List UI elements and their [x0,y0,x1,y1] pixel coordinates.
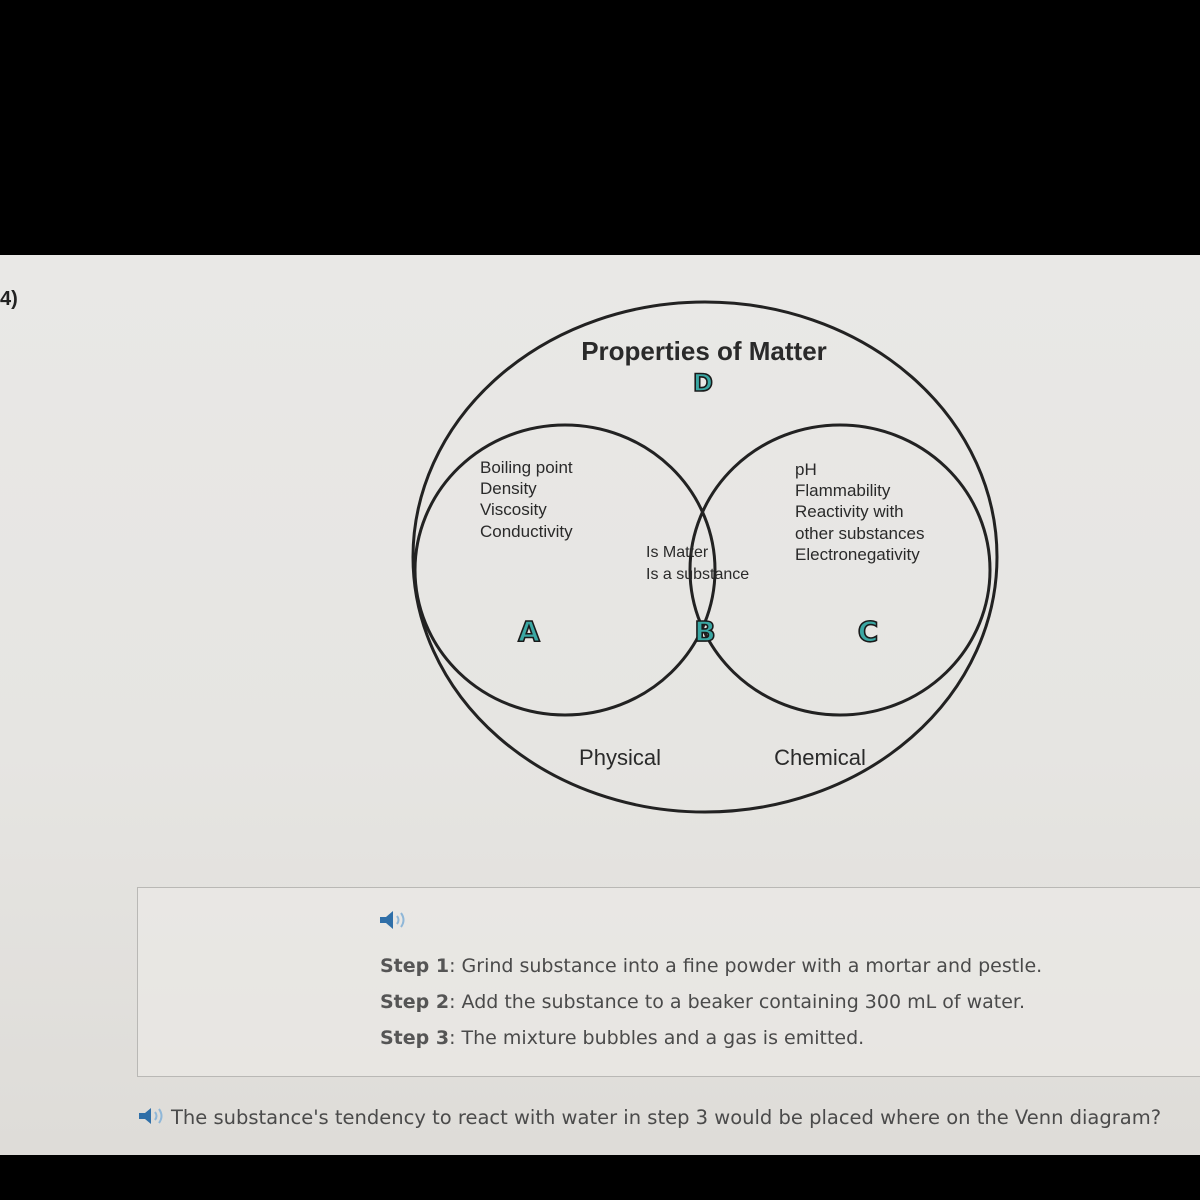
left-item: Conductivity [480,522,573,541]
step-label: Step 1 [380,955,450,977]
region-label-d: D [693,369,713,397]
region-label-b: B [694,615,715,648]
step-line: Step 2: Add the substance to a beaker co… [380,984,1042,1020]
right-item: Flammability [795,481,891,500]
chemical-label: Chemical [774,745,866,770]
center-items: Is Matter Is a substance [646,544,749,583]
speaker-icon[interactable] [137,1105,167,1127]
region-label-c: C [858,615,879,648]
left-item: Boiling point [480,458,573,477]
right-items: pH Flammability Reactivity with other su… [795,460,924,564]
question-prompt: The substance's tendency to react with w… [171,1106,1162,1129]
outer-ellipse [411,300,999,814]
step-label: Step 3 [380,1027,450,1049]
center-item: Is Matter [646,544,709,561]
speaker-icon[interactable] [378,908,410,932]
step-label: Step 2 [380,991,450,1013]
center-item: Is a substance [646,566,749,583]
left-items: Boiling point Density Viscosity Conducti… [480,458,573,541]
right-item: Reactivity with [795,502,904,521]
quiz-screen: 4) Properties of Matter D A B C Boiling … [0,255,1200,1155]
step-text: : The mixture bubbles and a gas is emitt… [449,1027,865,1049]
step-line: Step 1: Grind substance into a fine powd… [380,948,1042,984]
venn-title: Properties of Matter [581,336,827,366]
step-line: Step 3: The mixture bubbles and a gas is… [380,1020,1042,1056]
step-text: : Grind substance into a fine powder wit… [449,955,1043,977]
right-circle [688,423,992,717]
physical-label: Physical [579,745,661,770]
left-item: Viscosity [480,500,547,519]
steps-list: Step 1: Grind substance into a fine powd… [380,948,1042,1056]
left-item: Density [480,479,537,498]
region-label-a: A [518,615,540,648]
right-item: other substances [795,524,924,543]
step-text: : Add the substance to a beaker containi… [449,991,1026,1013]
right-item: pH [795,460,817,479]
question-prompt-row: The substance's tendency to react with w… [137,1105,1197,1129]
right-item: Electronegativity [795,545,920,564]
question-number: 4) [0,288,18,310]
venn-diagram: Properties of Matter D A B C Boiling poi… [411,300,999,814]
steps-panel: Step 1: Grind substance into a fine powd… [137,887,1200,1077]
left-circle [413,423,717,717]
